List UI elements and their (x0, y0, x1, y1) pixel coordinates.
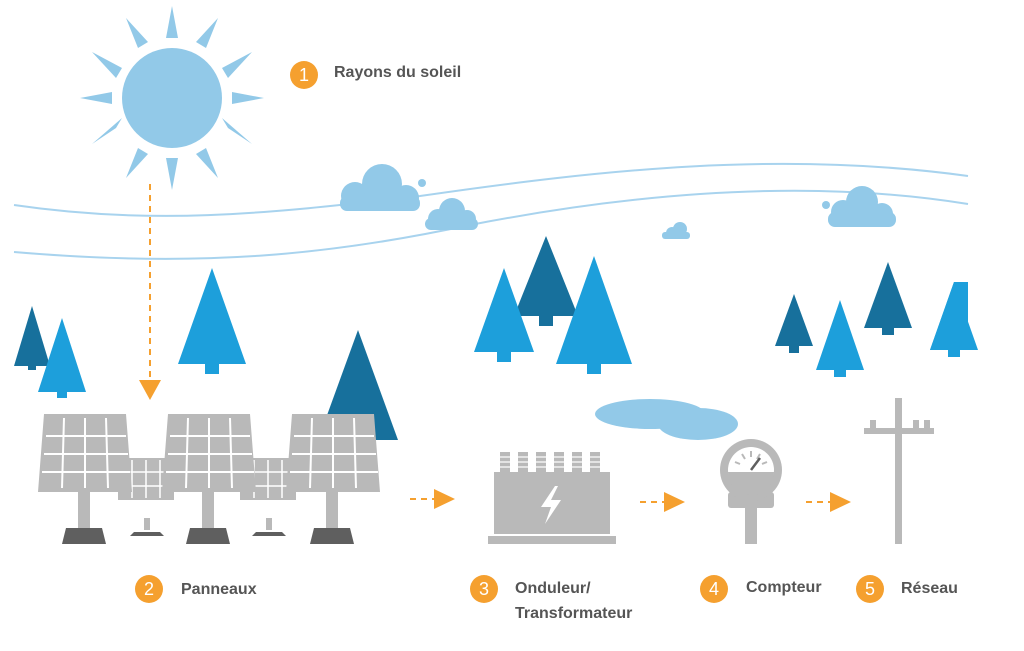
inverter-transformer-icon (488, 452, 616, 544)
step-3-label-line1: Onduleur/ (515, 580, 591, 597)
sun-icon (80, 6, 264, 190)
flow-arrow-icon (640, 492, 685, 512)
tree-icon (816, 300, 864, 377)
step-2-badge: 2 (135, 575, 163, 603)
tree-icon (775, 294, 813, 353)
tree-icon (178, 268, 246, 374)
step-3-badge: 3 (470, 575, 498, 603)
tree-icon (930, 282, 978, 357)
step-3-label-line2: Transformateur (515, 605, 633, 622)
step-5-label: Réseau (901, 580, 958, 597)
meter-icon (720, 439, 782, 544)
step-5-badge: 5 (856, 575, 884, 603)
solar-panel (162, 414, 256, 544)
step-1-label: Rayons du soleil (334, 64, 462, 81)
cloud-icon (340, 164, 426, 211)
cloud-icon (822, 186, 896, 227)
tree-icon (864, 262, 912, 335)
utility-pole-icon (864, 398, 934, 544)
solar-panel (286, 414, 380, 544)
tree-icon (14, 306, 50, 370)
step-4-badge: 4 (700, 575, 728, 603)
pond (595, 399, 738, 440)
tree-icon (474, 268, 534, 362)
step-2-label: Panneaux (181, 581, 257, 598)
step-4-label: Compteur (746, 579, 822, 596)
tree-icon (38, 318, 86, 398)
tree-icon (514, 236, 578, 326)
flow-arrow-icon (410, 489, 455, 509)
cloud-icon (425, 198, 478, 230)
tree-icon (318, 330, 398, 440)
flow-arrow-icon (806, 492, 851, 512)
cloud-icon (662, 222, 690, 239)
lightning-bolt-icon (541, 486, 561, 524)
sky-wave-lines (13, 162, 969, 260)
solar-panel (38, 414, 132, 544)
tree-icon (556, 256, 632, 374)
step-3-label: Onduleur/ Transformateur (515, 576, 632, 626)
sunray-arrow (139, 184, 161, 400)
step-1-badge: 1 (290, 61, 318, 89)
